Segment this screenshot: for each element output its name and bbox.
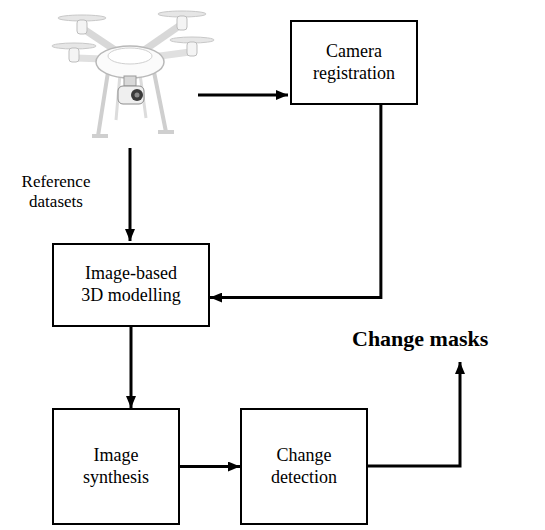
flow-arrow: [130, 327, 133, 408]
process-box: Image synthesis: [52, 408, 180, 525]
process-box: Camera registration: [290, 20, 418, 105]
output-arrow: [368, 362, 460, 466]
process-box: Change detection: [240, 408, 368, 525]
box-text: Image-based 3D modelling: [76, 263, 186, 306]
input-arrow: [129, 148, 132, 241]
process-box: Image-based 3D modelling: [52, 243, 210, 327]
input-label: Reference datasets: [6, 172, 106, 213]
drone-picture: [52, 11, 214, 136]
output-label: Change masks: [352, 326, 542, 352]
flow-arrow: [180, 465, 240, 468]
flow-arrow: [210, 105, 381, 298]
box-text: Change detection: [254, 445, 354, 488]
box-text: Image synthesis: [66, 445, 166, 488]
box-text: Camera registration: [302, 41, 406, 84]
input-arrow: [198, 94, 288, 97]
